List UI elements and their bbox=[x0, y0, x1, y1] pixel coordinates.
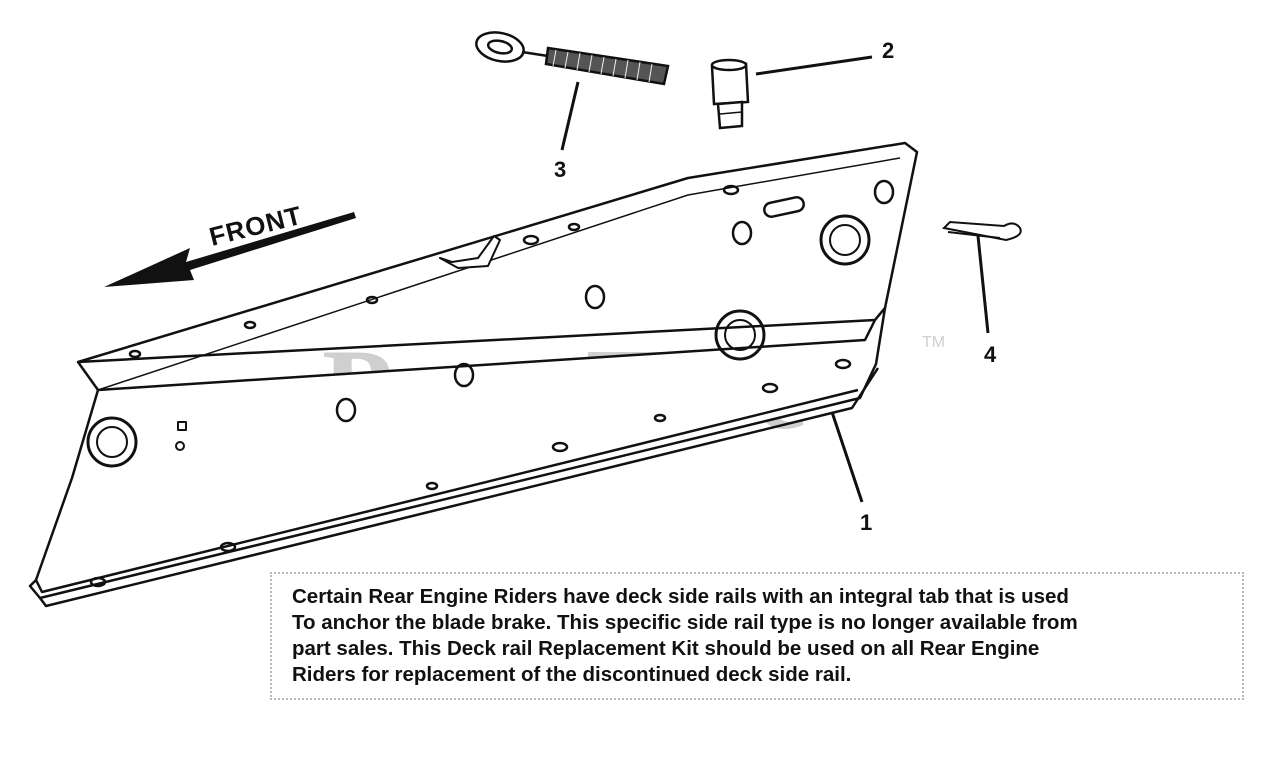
leader-line-1 bbox=[830, 411, 864, 503]
deck-side-rail bbox=[28, 141, 919, 608]
watermark-trademark: TM bbox=[922, 334, 945, 351]
leader-line-4 bbox=[976, 235, 990, 334]
note-line-1: Certain Rear Engine Riders have deck sid… bbox=[292, 585, 1069, 608]
leader-line-2 bbox=[755, 55, 873, 76]
note-line-3: part sales. This Deck rail Replacement K… bbox=[292, 637, 1040, 660]
leader-line-3 bbox=[560, 81, 580, 151]
leader-lines bbox=[560, 55, 990, 503]
callout-3: 3 bbox=[554, 157, 566, 182]
replacement-kit-note: Certain Rear Engine Riders have deck sid… bbox=[270, 572, 1244, 700]
front-arrow-icon bbox=[104, 212, 356, 287]
front-arrow: FRONT bbox=[104, 200, 356, 287]
callout-1: 1 bbox=[860, 510, 872, 535]
note-line-4: Riders for replacement of the discontinu… bbox=[292, 663, 852, 686]
eye-bolt bbox=[475, 31, 670, 86]
bushing-pin bbox=[710, 58, 750, 130]
cotter-pin bbox=[941, 220, 1022, 242]
note-line-2: To anchor the blade brake. This specific… bbox=[292, 611, 1078, 634]
callout-4: 4 bbox=[984, 342, 997, 367]
callout-2: 2 bbox=[882, 38, 894, 63]
